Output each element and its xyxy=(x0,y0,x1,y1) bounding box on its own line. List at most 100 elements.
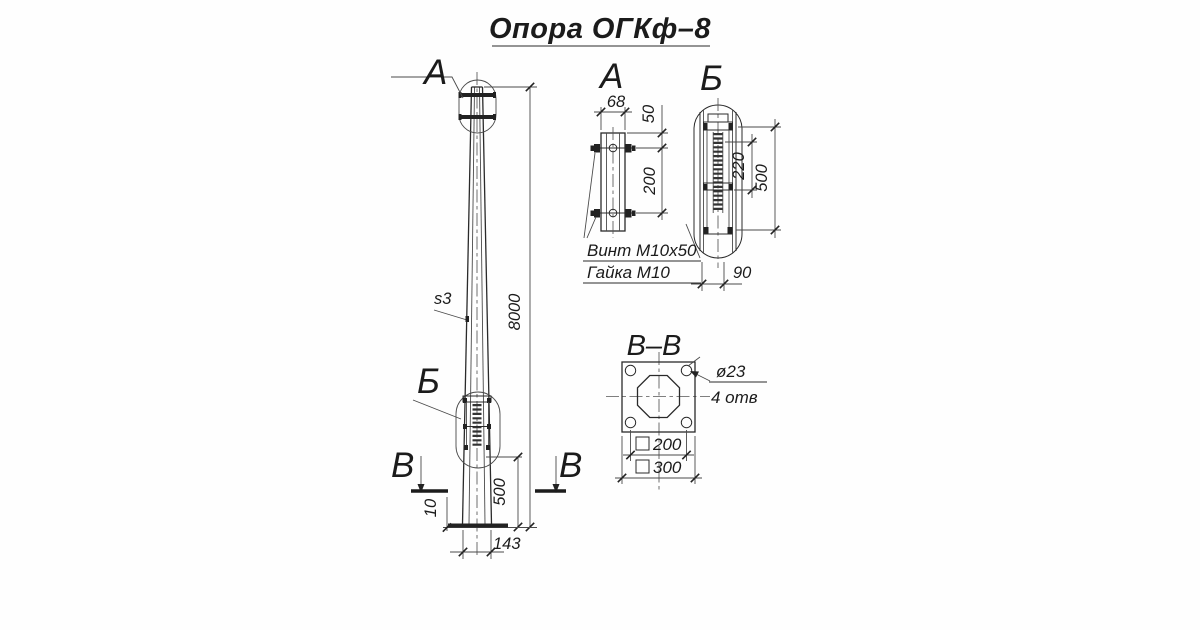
joint-bottom-corner xyxy=(464,445,468,450)
top-bolt-1-nut-left xyxy=(458,92,462,98)
bolt-nut xyxy=(625,209,632,218)
dim-220-value: 220 xyxy=(730,151,748,180)
dim-tick xyxy=(486,547,496,557)
wall-thickness-leader xyxy=(433,309,468,321)
bolt-cap xyxy=(590,145,594,151)
bolt-nut xyxy=(594,209,600,218)
dim-tick xyxy=(617,473,627,483)
section-right-label: В xyxy=(559,446,582,485)
section-arrowhead xyxy=(552,484,560,493)
main-view: А 8000 s3 Б В В xyxy=(391,53,582,559)
base-plate-outline xyxy=(621,361,696,433)
bolt-nut xyxy=(594,144,600,153)
hole-dia-label: ø23 xyxy=(716,362,746,381)
section-marker-right: В xyxy=(535,446,582,493)
dim-300-value: 300 xyxy=(653,458,682,477)
dim-tick xyxy=(625,450,636,460)
square-symbol-200 xyxy=(635,436,650,451)
dim-tick xyxy=(513,452,523,462)
dim-tick xyxy=(525,82,535,92)
dim-tick xyxy=(657,143,667,153)
dim-90-value: 90 xyxy=(733,264,752,282)
section-vv: В–В ø23 4 отв 200 300 xyxy=(606,330,767,490)
callout-a-label: А xyxy=(422,53,447,92)
anchor-hole xyxy=(680,416,693,429)
dim-tick xyxy=(690,473,700,483)
insert-bottom-corner xyxy=(727,227,733,234)
dim-tick xyxy=(770,225,780,235)
dim-68-value: 68 xyxy=(607,93,626,111)
note-screw: Винт М10х50 xyxy=(587,241,697,260)
dim-143-value: 143 xyxy=(493,535,521,553)
insert-bottom-corner xyxy=(703,227,709,234)
detail-a-title: А xyxy=(598,57,623,96)
section-left-label: В xyxy=(391,446,414,485)
bolt-row-1 xyxy=(590,143,636,153)
mid-nut xyxy=(728,184,733,190)
bolt-cap xyxy=(632,210,636,216)
cap-corner xyxy=(728,123,733,130)
pole-facet-right xyxy=(479,86,486,525)
dim-tick xyxy=(747,137,757,147)
dim-50-value: 50 xyxy=(640,104,658,123)
pole-left-edge xyxy=(461,86,473,525)
hole-leader-arrowhead xyxy=(690,371,699,378)
dim-8000-value: 8000 xyxy=(506,293,524,331)
top-bolt-1 xyxy=(461,93,493,97)
base-plate xyxy=(448,523,508,528)
note-leader-2 xyxy=(586,216,597,239)
callout-b-capsule xyxy=(455,391,501,469)
anchor-hole xyxy=(624,364,637,377)
top-bolt-2 xyxy=(461,115,493,119)
top-bolt-2-nut-left xyxy=(458,114,462,120)
dim-tick xyxy=(458,547,468,557)
section-marker-left: В xyxy=(391,446,448,493)
hole-count-label: 4 отв xyxy=(711,388,758,407)
bolt-hole xyxy=(608,143,618,153)
top-bolt-1-nut-right xyxy=(493,92,496,98)
callout-a-capsule xyxy=(458,79,497,134)
bolt-nut xyxy=(625,144,632,153)
top-bolt-2-nut-right xyxy=(493,114,496,120)
dim-tick xyxy=(525,522,535,532)
note-leader-3 xyxy=(685,223,701,259)
detail-b: Б 220 500 xyxy=(691,59,781,291)
dim-200-value: 200 xyxy=(652,435,682,454)
page-title: Опора ОГКф–8 xyxy=(489,13,711,45)
dim-tick xyxy=(596,107,606,117)
square-symbol-300 xyxy=(635,459,650,474)
detail-b-title: Б xyxy=(700,59,723,98)
section-arrowhead xyxy=(417,484,425,493)
dim-tick xyxy=(697,279,707,289)
callout-a-leader xyxy=(391,76,464,99)
dim-tick xyxy=(657,208,667,218)
pole-octagon-opening xyxy=(636,374,681,419)
callout-b-label: Б xyxy=(417,362,440,401)
pole-right-edge xyxy=(481,86,493,525)
bolt-cap xyxy=(632,145,636,151)
note-leader-1 xyxy=(583,152,596,239)
bolt-hole xyxy=(608,208,618,218)
cap-corner xyxy=(703,123,708,130)
wall-thickness-mark xyxy=(465,316,469,322)
mid-nut xyxy=(703,184,708,190)
dim-tick xyxy=(719,279,729,289)
pole-facet-left xyxy=(468,86,475,525)
joint-bottom-corner xyxy=(486,445,490,450)
joint-mid-nut-left xyxy=(463,424,467,429)
bolt-row-2 xyxy=(590,208,636,218)
hole-leader-upper xyxy=(687,356,701,367)
dim-10-value: 10 xyxy=(422,498,440,517)
detail-a: А 68 xyxy=(583,57,701,284)
joint-corner xyxy=(463,398,467,403)
dim-tick xyxy=(770,122,780,132)
anchor-hole xyxy=(680,364,693,377)
joint-corner xyxy=(487,398,491,403)
dim-tick xyxy=(442,522,452,533)
bolt-cap xyxy=(590,210,594,216)
joint-mid-nut-right xyxy=(487,424,491,429)
dim-500-value: 500 xyxy=(491,477,509,505)
dim-tick xyxy=(681,450,692,460)
